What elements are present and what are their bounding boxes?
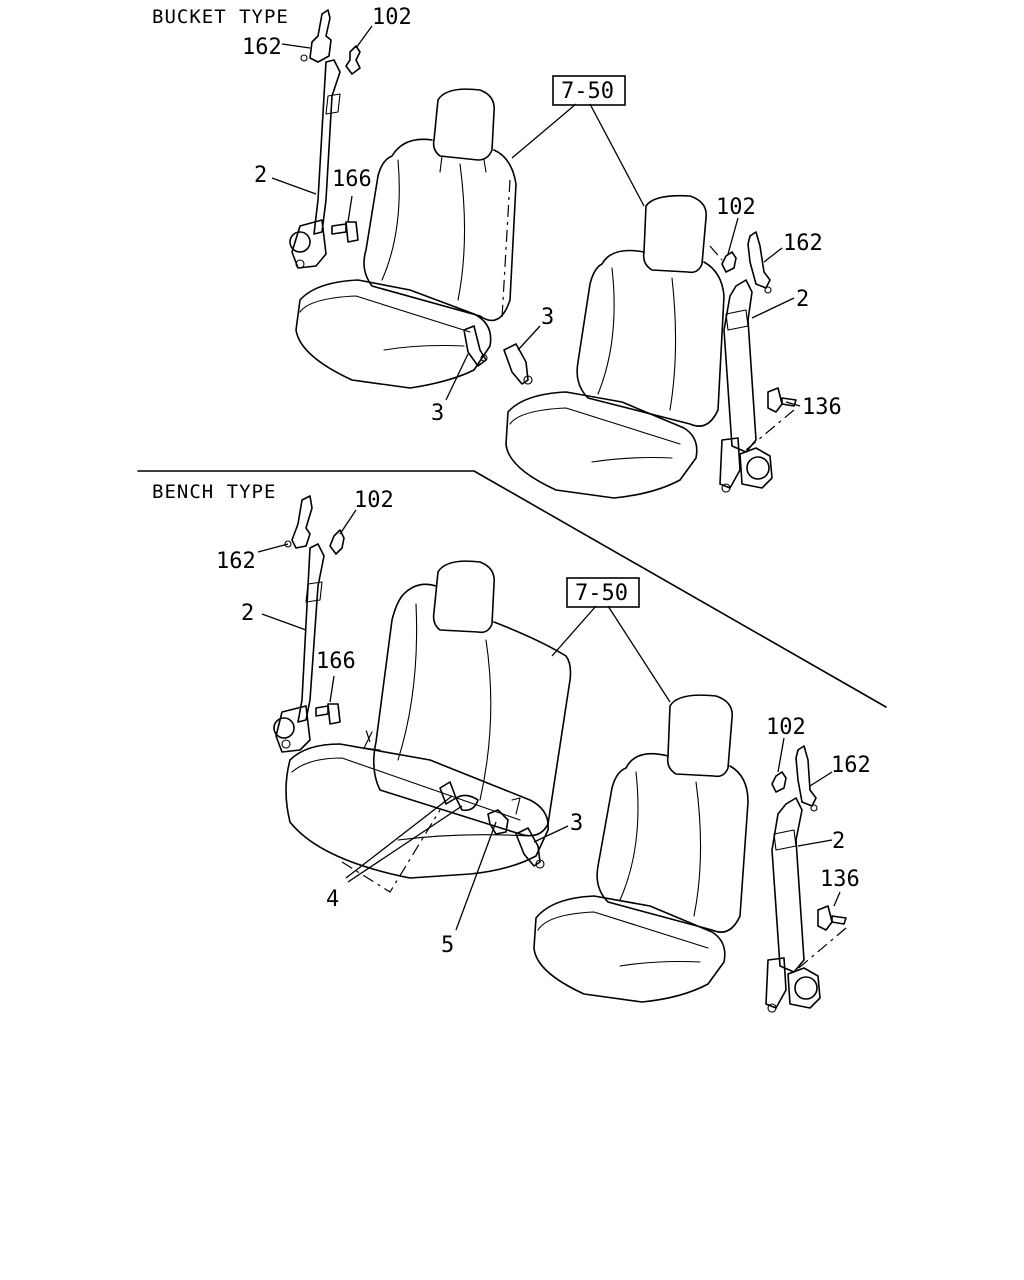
bucket-ref-box — [552, 75, 626, 106]
callout-bench-right-2: 2 — [832, 829, 845, 854]
bucket-left-seat — [295, 88, 517, 389]
bench-left-belt-assembly — [273, 495, 345, 753]
callout-bench-left-102: 102 — [354, 488, 394, 513]
bucket-right-belt-assembly — [719, 231, 797, 493]
callout-bench-left-162: 162 — [216, 549, 256, 574]
bench-leader-lines — [257, 509, 847, 973]
callout-bucket-left-3: 3 — [431, 401, 444, 426]
bench-center-belt-outline — [341, 809, 441, 893]
bench-seat — [285, 560, 572, 879]
callout-bench-right-162: 162 — [831, 753, 871, 778]
callout-bucket-right-102: 102 — [716, 195, 756, 220]
bench-type-title: BENCH TYPE — [152, 481, 276, 503]
callout-bench-left-2: 2 — [241, 601, 254, 626]
callout-bucket-right-2: 2 — [796, 287, 809, 312]
callout-bench-left-166: 166 — [316, 649, 356, 674]
callout-bucket-left-102: 102 — [372, 5, 412, 30]
callout-bench-3: 3 — [570, 811, 583, 836]
bench-ref-label: 7-50 — [575, 581, 628, 606]
bench-right-seat — [533, 694, 749, 1003]
bench-ref-box — [566, 577, 640, 608]
bench-right-belt-assembly — [765, 745, 847, 1013]
callout-bench-right-136: 136 — [820, 867, 860, 892]
bucket-ref-label: 7-50 — [561, 79, 614, 104]
bucket-type-title: BUCKET TYPE — [152, 6, 289, 28]
callout-bucket-right-162: 162 — [783, 231, 823, 256]
section-divider — [137, 470, 887, 708]
bench-left-bolt-166-icon — [315, 703, 341, 725]
bucket-left-belt-assembly — [289, 9, 361, 269]
bucket-left-bolt-166-icon — [331, 221, 359, 243]
bucket-leader-lines — [271, 25, 801, 451]
callout-bucket-left-166: 166 — [332, 167, 372, 192]
callout-bucket-center-3: 3 — [541, 305, 554, 330]
callout-bench-5: 5 — [441, 933, 454, 958]
bucket-center-buckle-3-icon — [503, 343, 533, 385]
callout-bench-right-102: 102 — [766, 715, 806, 740]
callout-bench-4: 4 — [326, 887, 339, 912]
callout-bucket-left-162: 162 — [242, 35, 282, 60]
callout-bucket-left-2: 2 — [254, 163, 267, 188]
bench-buckle-3-icon — [515, 827, 545, 869]
callout-bucket-right-136: 136 — [802, 395, 842, 420]
bucket-right-seat — [505, 194, 725, 499]
